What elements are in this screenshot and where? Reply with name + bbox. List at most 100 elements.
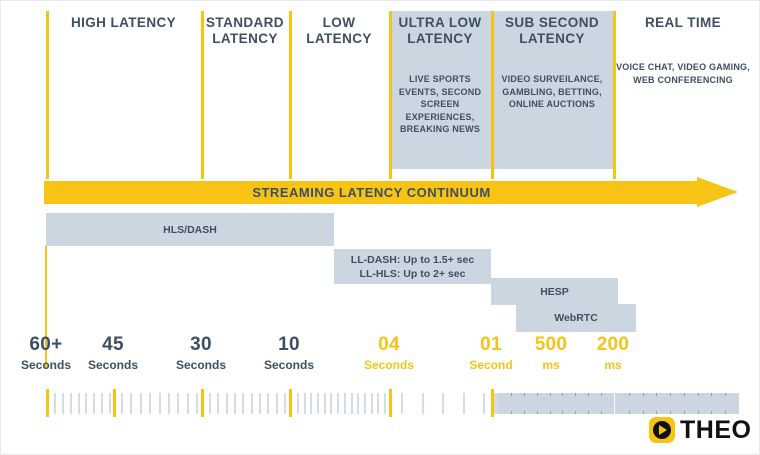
ruler-tick [149,393,151,414]
ruler-block-tick [698,411,699,414]
ruler-major-tick [113,389,116,417]
ruler-block-tick [588,411,589,414]
category-title: STANDARD LATENCY [206,15,284,46]
ruler-strip [1,389,759,417]
ruler-block-1 [615,393,739,414]
time-label-number: 30 [190,334,212,355]
ruler-block-tick [698,393,699,396]
protocol-bar-ll-dash-ll-hls[interactable]: LL-DASH: Up to 1.5+ sec LL-HLS: Up to 2+… [334,249,491,284]
ruler-block-tick [524,411,525,414]
category-title: LOW LATENCY [306,15,372,46]
ruler-tick [130,393,132,414]
category-low-latency[interactable]: LOW LATENCY [289,15,389,47]
column-divider-3 [389,11,392,179]
ruler-tick [196,393,198,414]
time-label-number: 01 [480,334,502,355]
ruler-tick [310,393,312,414]
ruler-block-tick [684,393,685,396]
column-divider-4 [491,11,494,179]
category-use-cases: VOICE CHAT, VIDEO GAMING, WEB CONFERENCI… [616,62,750,85]
ruler-tick [463,393,465,414]
category-use-cases: VIDEO SURVEILANCE, GAMBLING, BETTING, ON… [501,74,603,109]
ruler-block-tick [524,393,525,396]
time-label-t-200ms: 200 ms [568,335,658,371]
time-label-unit: Seconds [87,358,138,372]
ruler-block-tick [711,411,712,414]
ruler-tick [93,393,95,414]
category-real-time[interactable]: REAL TIME VOICE CHAT, VIDEO GAMING, WEB C… [613,15,753,86]
ruler-tick [483,393,485,414]
ruler-major-tick [491,389,494,417]
ruler-block-tick [629,411,630,414]
column-divider-0 [46,11,49,179]
ruler-block-tick [575,411,576,414]
ruler-tick [284,393,286,414]
left-guide-line [45,246,47,369]
ruler-tick [121,393,123,414]
ruler-tick [337,393,339,414]
ruler-tick [187,393,189,414]
column-divider-5 [613,11,616,179]
column-divider-2 [289,11,292,179]
time-label-number: 200 [596,334,630,355]
ruler-block-0 [498,393,614,414]
ruler-block-tick [601,393,602,396]
time-label-unit: Second [469,358,513,372]
ruler-block-tick [562,393,563,396]
time-label-unit: Seconds [363,358,414,372]
time-label-t-60: 60+Seconds [1,335,91,371]
theo-logo[interactable]: THEO [649,417,751,443]
arrow-body [44,181,699,204]
ruler-tick [251,393,253,414]
ruler-tick [217,393,219,414]
time-label-number: 04 [378,334,400,355]
category-high-latency[interactable]: HIGH LATENCY [46,15,201,31]
ruler-tick [109,393,111,414]
ruler-tick [78,393,80,414]
time-label-number: 10 [278,334,300,355]
ruler-block-tick [537,411,538,414]
ruler-block-tick [656,411,657,414]
time-label-number: 500 [534,334,568,355]
protocol-bar-hls-dash[interactable]: HLS/DASH [46,213,334,246]
ruler-tick [351,393,353,414]
ruler-block-tick [575,393,576,396]
logo-play-triangle [659,424,667,435]
logo-wordmark: THEO [680,416,752,444]
ruler-tick [344,393,346,414]
category-band: HIGH LATENCY STANDARD LATENCY LOW LATENCY U… [1,1,759,179]
ruler-tick [422,393,424,414]
protocol-bar-webrtc[interactable]: WebRTC [516,304,636,332]
protocol-bar-hesp[interactable]: HESP [491,278,618,305]
ruler-tick [242,393,244,414]
ruler-tick [364,393,366,414]
ruler-major-tick [389,389,392,417]
ruler-block-tick [684,411,685,414]
ruler-tick [297,393,299,414]
streaming-latency-continuum-arrow: STREAMING LATENCY CONTINUUM [44,177,738,208]
highlight-box-ultra-low-latency [389,11,491,169]
ruler-tick-dense [493,393,495,414]
category-standard-latency[interactable]: STANDARD LATENCY [201,15,289,47]
ruler-major-tick [201,389,204,417]
arrow-head-icon [697,177,738,207]
ruler-tick [267,393,269,414]
ruler-tick [330,393,332,414]
ruler-block-tick [643,411,644,414]
ruler-block-tick [670,393,671,396]
category-title: ULTRA LOW LATENCY [398,15,482,46]
ruler-tick [62,393,64,414]
ruler-tick [276,393,278,414]
ruler-tick [317,393,319,414]
ruler-block-tick [511,411,512,414]
time-label-unit: ms [604,358,622,372]
category-title: REAL TIME [644,15,722,30]
ruler-tick [70,393,72,414]
ruler-major-tick [289,389,292,417]
ruler-block-tick [711,393,712,396]
protocol-bar-label: LL-DASH: Up to 1.5+ sec LL-HLS: Up to 2+… [350,253,475,280]
